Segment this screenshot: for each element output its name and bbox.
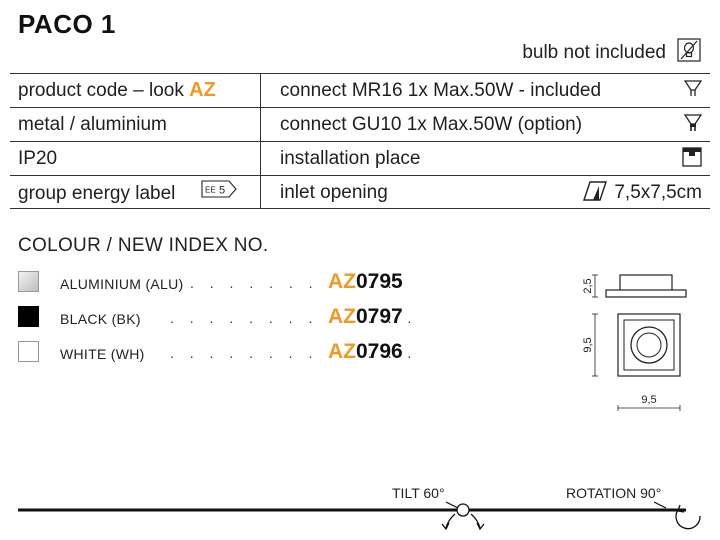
height-dimension: 2,5 — [582, 278, 594, 293]
rotation-icon — [653, 501, 701, 530]
material-spec: metal / aluminium — [18, 113, 167, 135]
product-code-label: product code – look — [18, 80, 184, 101]
index-number: AZ0796 — [328, 340, 403, 363]
colour-heading: COLOUR / NEW INDEX NO. — [18, 235, 269, 256]
black-swatch — [18, 306, 39, 327]
inlet-opening-size: 7,5x7,5cm — [614, 182, 702, 203]
energy-prefix: EE — [205, 185, 216, 194]
ceiling-installation-icon — [682, 147, 702, 167]
table-bottom-rule — [10, 208, 710, 209]
width-dimension: 9,5 — [641, 394, 656, 406]
spec-table: product code – look AZ connect MR16 1x M… — [10, 73, 710, 209]
index-number: AZ0797 — [328, 305, 403, 328]
spec-row-ip: IP20 installation place — [10, 141, 710, 176]
energy-class-badge: EE 5 — [201, 179, 237, 198]
side-view: 2,5 — [582, 274, 687, 298]
installation-place: installation place — [280, 147, 421, 169]
spec-row-material: metal / aluminium connect GU10 1x Max.50… — [10, 107, 710, 142]
dot-leader: . . . . . . . . . . . . . — [170, 310, 418, 326]
colour-row-black: BLACK (BK) . . . . . . . . . . . . . AZ0… — [18, 305, 438, 329]
energy-class: 5 — [219, 184, 225, 196]
colour-name: BLACK (BK) — [60, 311, 141, 327]
bulb-note: bulb not included — [522, 42, 666, 63]
colour-row-white: WHITE (WH) . . . . . . . . . . . . . AZ0… — [18, 340, 438, 364]
rotation-label: ROTATION 90° — [566, 485, 662, 501]
side-dimension: 9,5 — [582, 337, 594, 352]
index-number: AZ0795 — [328, 270, 403, 293]
ip-rating: IP20 — [18, 147, 58, 169]
brand-prefix: AZ — [189, 79, 216, 101]
inlet-opening-label: inlet opening — [280, 181, 388, 203]
product-title: PACO 1 — [18, 9, 116, 39]
spec-row-code: product code – look AZ connect MR16 1x M… — [10, 73, 710, 108]
tilt-icon — [441, 501, 485, 531]
colour-name: WHITE (WH) — [60, 346, 145, 362]
aluminium-swatch — [18, 271, 39, 292]
feature-bar — [18, 501, 701, 531]
dimension-drawing: 2,5 9,5 9,5 — [582, 274, 687, 411]
colour-name: ALUMINIUM (ALU) — [60, 276, 184, 292]
colour-row-aluminium: ALUMINIUM (ALU) . . . . . . . . . . . AZ… — [18, 270, 438, 294]
no-bulb-icon — [677, 38, 701, 62]
mr16-spec: connect MR16 1x Max.50W - included — [280, 79, 602, 101]
gu10-spec: connect GU10 1x Max.50W (option) — [280, 113, 583, 135]
dot-leader: . . . . . . . . . . . . . — [170, 345, 418, 361]
mr16-bulb-icon — [684, 80, 702, 96]
gu10-bulb-icon — [684, 114, 702, 131]
white-swatch — [18, 341, 39, 362]
energy-label-text: group energy label — [18, 182, 176, 204]
inlet-opening-icon — [583, 181, 607, 201]
dot-leader: . . . . . . . . . . . — [190, 275, 398, 291]
tilt-label: TILT 60° — [392, 485, 445, 501]
front-view: 9,5 9,5 — [582, 313, 681, 411]
spec-row-energy: group energy label EE 5 inlet opening 7,… — [10, 175, 710, 209]
